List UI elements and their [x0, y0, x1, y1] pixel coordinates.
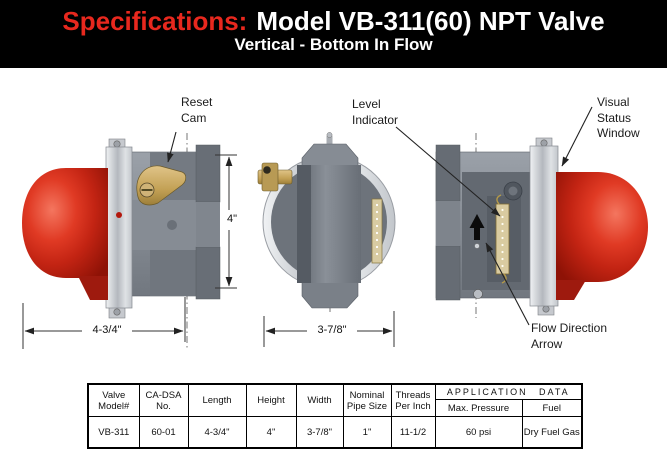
valve-photo-side-right — [435, 133, 648, 318]
reset-cam-label: Reset Cam — [181, 95, 213, 125]
valve-photo-side-left — [22, 133, 221, 350]
table-header-nominal-pipe-size: Nominal Pipe Size — [342, 383, 392, 417]
height-dimension-value: 4" — [224, 213, 241, 225]
flow-direction-arrow-label: Flow Direction Arrow — [531, 321, 608, 351]
visual-status-window-part — [529, 145, 559, 307]
table-header-valve-model: Valve Model# — [87, 383, 140, 417]
table-header-application-data: APPLICATION DATA — [434, 383, 583, 400]
width-dimension-value: 3-7/8" — [307, 324, 357, 336]
cell-ca-dsa-no: 60-01 — [138, 416, 189, 449]
cell-valve-model: VB-311 — [87, 416, 140, 449]
page-subtitle: Vertical - Bottom In Flow — [234, 35, 433, 54]
visual-status-window-label: Visual Status Window — [597, 95, 640, 140]
title-banner: Specifications: Model VB-311(60) NPT Valv… — [0, 0, 667, 68]
table-header-ca-dsa: CA-DSA No. — [138, 383, 189, 417]
table-header-fuel: Fuel — [521, 399, 583, 417]
table-row: VB-311 60-01 4-3/4" 4" 3-7/8" 1" 11-1/2 … — [87, 416, 583, 449]
page-title: Specifications: Model VB-311(60) NPT Valv… — [0, 0, 667, 35]
table-header-height: Height — [245, 383, 297, 417]
cell-height: 4" — [245, 416, 297, 449]
spec-table: Valve Model# CA-DSA No. Length Height Wi… — [87, 383, 583, 449]
reset-cam-part — [136, 165, 187, 206]
status-dot — [116, 212, 122, 218]
table-header-width: Width — [295, 383, 344, 417]
cell-fuel: Dry Fuel Gas — [521, 416, 583, 449]
cell-width: 3-7/8" — [295, 416, 344, 449]
table-header-threads-per-inch: Threads Per Inch — [390, 383, 436, 417]
valve-photo-front — [257, 132, 396, 312]
cell-threads-per-inch: 11-1/2 — [390, 416, 436, 449]
level-indicator-part — [495, 203, 510, 275]
red-cap-left-valve — [22, 168, 108, 278]
cell-max-pressure: 60 psi — [434, 416, 523, 449]
length-dimension-value: 4-3/4" — [82, 324, 132, 336]
flow-direction-arrow-icon — [469, 214, 485, 240]
page-title-rest: Model VB-311(60) NPT Valve — [256, 6, 605, 36]
length-dimension — [22, 297, 186, 349]
table-header-max-pressure: Max. Pressure — [434, 399, 523, 417]
cell-length: 4-3/4" — [187, 416, 247, 449]
page-title-prefix: Specifications: — [62, 6, 248, 36]
table-header-length: Length — [187, 383, 247, 417]
red-cap-right-valve — [556, 172, 648, 282]
cell-nominal-pipe-size: 1" — [342, 416, 392, 449]
level-indicator-label: Level Indicator — [352, 97, 399, 127]
